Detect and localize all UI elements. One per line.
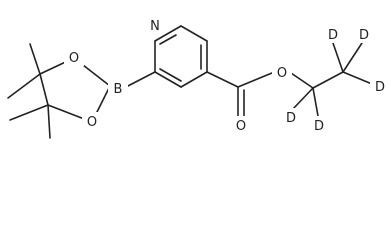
bond xyxy=(206,71,239,88)
bond xyxy=(312,71,344,89)
bond-methyl xyxy=(29,43,41,75)
bond xyxy=(180,71,208,88)
bond-methyl xyxy=(47,104,51,139)
bond xyxy=(237,72,273,88)
bond xyxy=(39,73,49,106)
molecule-drawing: N B O O O O D D D D D xyxy=(7,16,390,139)
bond xyxy=(342,42,363,73)
bond xyxy=(291,87,314,111)
atom-label-d: D xyxy=(375,80,385,95)
atom-label-n: N xyxy=(150,19,160,34)
bond-methyl xyxy=(7,73,41,99)
bond xyxy=(154,25,182,42)
atom-labels: N B O O O O D D D D D xyxy=(64,16,390,134)
bond xyxy=(332,42,344,73)
atom-label-d: D xyxy=(314,119,324,134)
ester-group xyxy=(206,71,344,123)
bond xyxy=(154,71,182,88)
structure-diagram: N B O O O O D D D D D xyxy=(7,16,390,139)
dioxaborolane-ring xyxy=(7,43,111,139)
bond xyxy=(290,72,314,89)
atom-label-b: B xyxy=(114,82,123,97)
bond xyxy=(159,68,182,82)
bond xyxy=(159,34,177,45)
deuterium-bonds xyxy=(291,42,373,117)
bond-methyl xyxy=(9,104,49,121)
atom-label-o: O xyxy=(69,51,79,66)
bond-ring-boron xyxy=(123,71,156,89)
atom-label-d: D xyxy=(286,111,296,126)
atom-label-d: D xyxy=(328,28,338,43)
atom-label-o: O xyxy=(87,115,97,130)
bond xyxy=(342,71,373,85)
pyridine-ring xyxy=(154,25,208,88)
atom-label-d: D xyxy=(359,28,369,43)
atom-label-o-carbonyl: O xyxy=(236,119,246,134)
bond xyxy=(312,87,319,117)
bond xyxy=(180,25,208,42)
atom-label-o-ester: O xyxy=(277,66,287,81)
